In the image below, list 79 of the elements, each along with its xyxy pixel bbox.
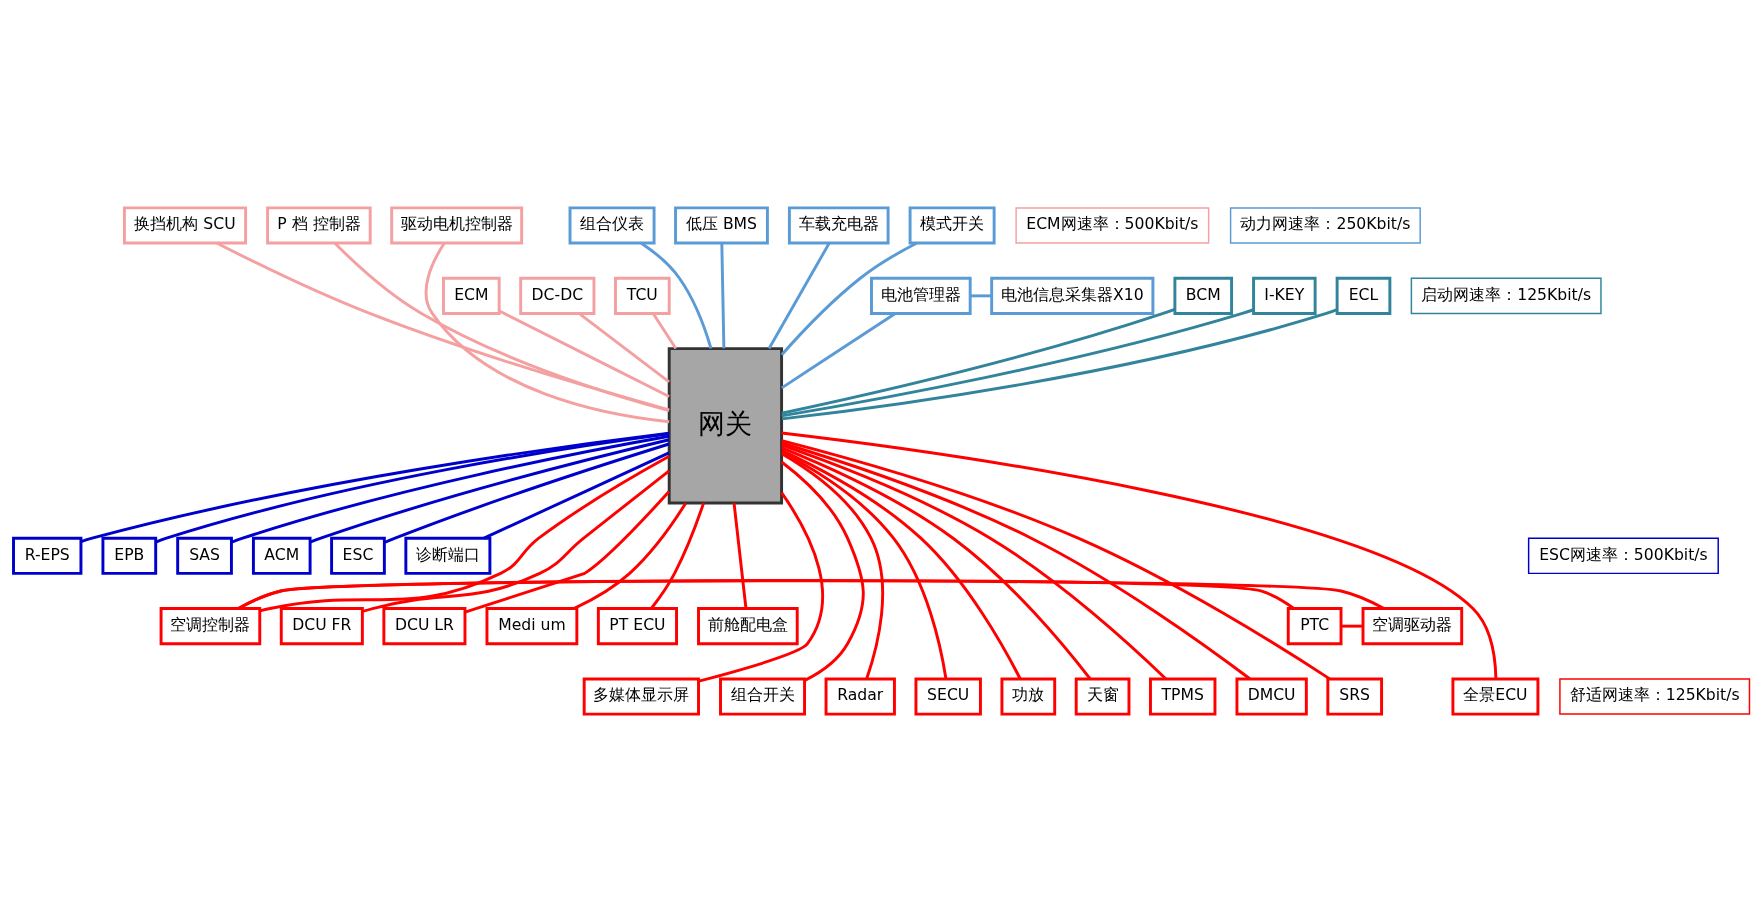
connector: [781, 443, 1167, 680]
node-box: BCM: [1173, 276, 1234, 315]
node-box: 组合开关: [719, 676, 806, 716]
connector: [650, 502, 705, 609]
connector: [781, 307, 1176, 415]
connector: [231, 434, 670, 544]
node-box: ESC网速率：500Kbit/s: [1527, 536, 1719, 574]
connector: [780, 241, 918, 356]
connector: [767, 242, 831, 349]
connector: [216, 241, 670, 411]
connector: [384, 442, 670, 544]
node-box: ECL: [1335, 276, 1392, 315]
connector: [781, 441, 1251, 680]
connector: [781, 438, 1331, 680]
node-box: SAS: [176, 536, 233, 575]
connector: [781, 451, 885, 679]
node-box: ESC: [330, 536, 386, 575]
node-box: 电池管理器: [870, 276, 972, 315]
connector: [698, 491, 825, 683]
connector: [781, 431, 1498, 679]
node-box: 组合仪表: [568, 205, 656, 245]
node-box: Radar: [824, 676, 896, 716]
connector: [781, 448, 1022, 679]
node-box: 天窗: [1074, 676, 1131, 716]
node-box: 诊断端口: [404, 536, 492, 575]
node-box: 电池信息采集器X10: [990, 276, 1155, 315]
connector: [640, 241, 713, 349]
connector: [720, 242, 726, 348]
connector: [573, 501, 687, 610]
node-box: ECM网速率：500Kbit/s: [1015, 206, 1210, 244]
connector: [464, 490, 671, 613]
connector: [781, 307, 1254, 417]
node-box: R-EPS: [12, 536, 83, 575]
node-box: 驱动电机控制器: [390, 205, 524, 245]
connector: [259, 454, 670, 612]
node-box: 多媒体显示屏: [582, 676, 700, 716]
node-box: EPB: [101, 536, 158, 575]
node-box: SRS: [1326, 676, 1384, 716]
node-box: 舒适网速率：125Kbit/s: [1559, 677, 1751, 715]
node-box: PTC: [1286, 606, 1343, 645]
node-box: ACM: [251, 536, 312, 575]
connector: [651, 312, 678, 349]
node-box: I-KEY: [1252, 276, 1317, 315]
node-box: DC-DC: [519, 276, 596, 315]
connector: [1341, 624, 1363, 628]
node-box: 车载充电器: [787, 205, 890, 245]
connector: [483, 451, 670, 539]
node-box: TCU: [614, 276, 671, 315]
connector: [498, 309, 670, 398]
connector: [781, 450, 948, 679]
node-box: P 档 控制器: [266, 205, 372, 245]
node-box: 低压 BMS: [674, 205, 769, 245]
node-box: 启动网速率：125Kbit/s: [1410, 277, 1602, 314]
connector: [309, 437, 670, 544]
node-box: DCU LR: [382, 606, 467, 645]
node-box: TPMS: [1149, 676, 1217, 716]
node-box: 模式开关: [908, 205, 996, 245]
node-box: PT ECU: [596, 606, 678, 645]
connector: [970, 293, 992, 297]
node-box: Medi um: [485, 606, 579, 645]
node-box: SECU: [914, 676, 982, 716]
node-box: 空调驱动器: [1361, 606, 1464, 645]
connector: [333, 241, 670, 412]
node-box: 功放: [1000, 676, 1057, 716]
node-box: ECM: [442, 276, 501, 315]
node-box: 前舱配电盒: [697, 606, 799, 645]
connector: [781, 307, 1338, 420]
node-box: DCU FR: [279, 606, 364, 645]
node-box: 空调控制器: [159, 606, 262, 645]
connector: [781, 445, 1092, 680]
node-box: 网关: [667, 346, 784, 504]
node-box: 换挡机构 SCU: [122, 205, 248, 245]
node-box: DMCU: [1235, 676, 1308, 716]
node-box: 动力网速率：250Kbit/s: [1229, 206, 1421, 244]
connector: [732, 502, 748, 609]
node-box: 全景ECU: [1451, 676, 1540, 716]
connector: [362, 469, 670, 613]
connector: [424, 241, 670, 423]
connector: [780, 460, 865, 682]
